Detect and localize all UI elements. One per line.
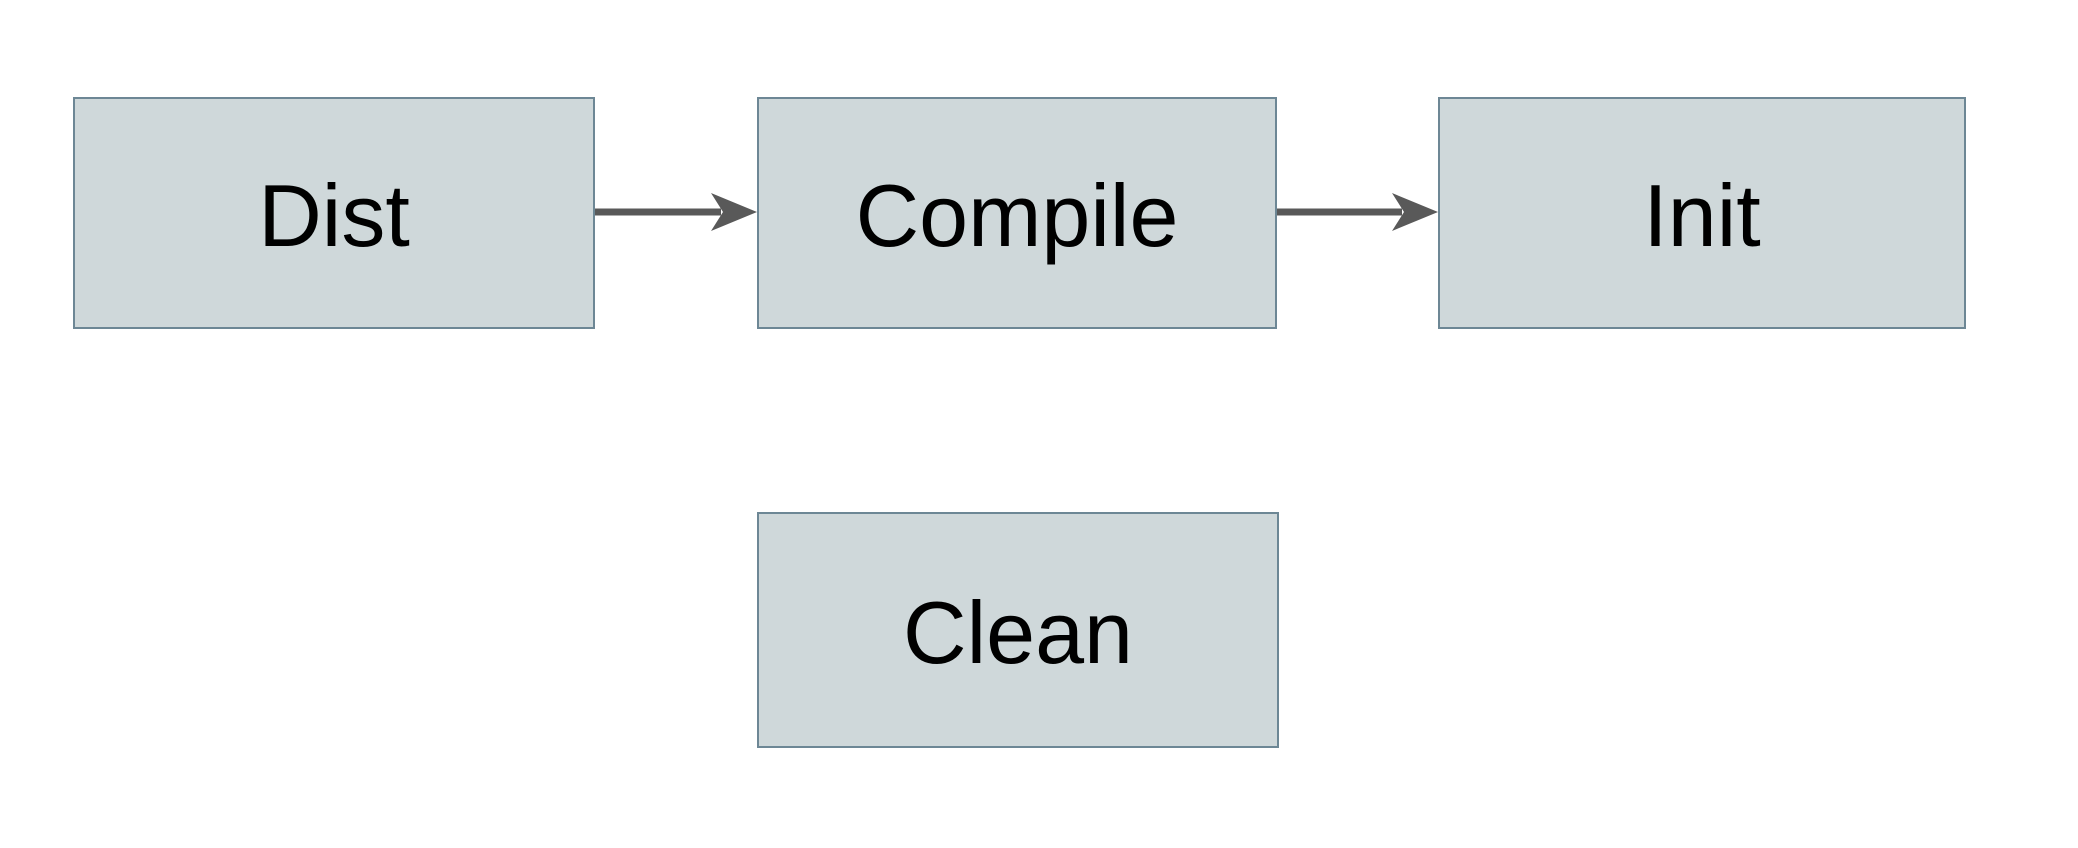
node-dist-label: Dist xyxy=(258,166,410,265)
node-dist: Dist xyxy=(73,97,595,329)
node-clean: Clean xyxy=(757,512,1279,748)
arrow-compile-to-init-icon xyxy=(1277,193,1438,231)
arrow-dist-to-compile-icon xyxy=(595,193,757,231)
node-compile-label: Compile xyxy=(855,166,1179,265)
node-compile: Compile xyxy=(757,97,1277,329)
node-init-label: Init xyxy=(1643,166,1761,265)
node-clean-label: Clean xyxy=(903,583,1133,682)
node-init: Init xyxy=(1438,97,1966,329)
